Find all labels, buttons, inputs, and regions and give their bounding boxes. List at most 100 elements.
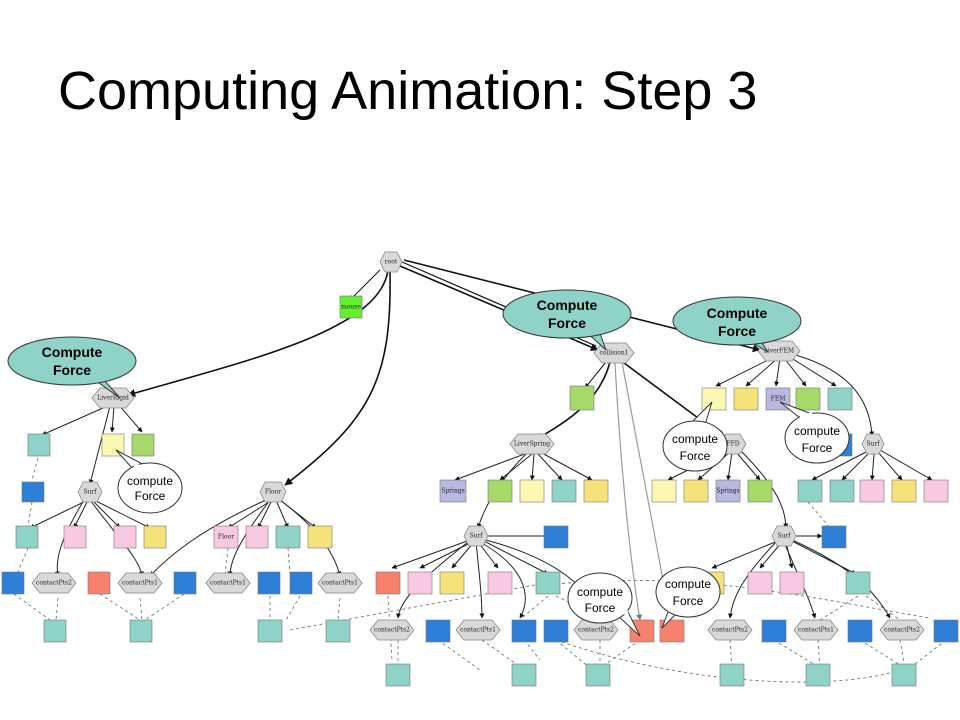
node-surf-right[interactable]: Surf	[771, 525, 797, 547]
node-square[interactable]	[827, 387, 853, 411]
node-surf-fem[interactable]: Surf	[861, 433, 885, 455]
node-square[interactable]	[257, 571, 281, 595]
node-square[interactable]	[891, 479, 917, 503]
node-square[interactable]	[701, 387, 727, 411]
node-square[interactable]	[891, 663, 917, 687]
node-contactpts2-e[interactable]: contactPts2	[879, 619, 925, 641]
svg-text:Force: Force	[135, 489, 166, 503]
node-square[interactable]	[113, 525, 137, 549]
edge-root-floor	[284, 271, 391, 486]
node-square[interactable]	[511, 619, 537, 643]
node-square[interactable]	[551, 479, 577, 503]
node-square[interactable]	[779, 571, 805, 595]
node-square[interactable]	[651, 479, 677, 503]
svg-text:Surf: Surf	[83, 489, 97, 496]
node-square[interactable]	[569, 385, 595, 411]
node-square[interactable]	[425, 619, 451, 643]
node-square[interactable]	[829, 479, 855, 503]
node-square[interactable]	[487, 571, 513, 595]
node-square[interactable]	[63, 525, 87, 549]
node-square[interactable]	[143, 525, 167, 549]
svg-text:Force: Force	[585, 601, 616, 615]
node-square[interactable]	[761, 619, 787, 643]
node-square[interactable]	[845, 571, 871, 595]
edge-root-liverrigid	[127, 269, 389, 397]
node-contactpts1-d[interactable]: contactPts1	[455, 619, 501, 641]
node-square[interactable]	[385, 663, 411, 687]
node-square[interactable]	[129, 619, 153, 643]
node-square[interactable]	[543, 619, 569, 643]
node-surf-middle[interactable]: Surf	[463, 525, 489, 547]
node-square[interactable]	[923, 479, 949, 503]
node-square[interactable]	[747, 571, 773, 595]
svg-text:compute: compute	[794, 424, 840, 438]
node-root[interactable]: root	[379, 251, 403, 273]
node-square[interactable]	[407, 571, 433, 595]
node-contactpts2-d[interactable]: contactPts2	[707, 619, 753, 641]
node-square[interactable]	[583, 479, 609, 503]
node-square[interactable]	[543, 525, 569, 549]
node-square[interactable]	[859, 479, 885, 503]
node-contactpts1-a[interactable]: contactPts1	[117, 572, 163, 594]
node-square[interactable]	[805, 663, 831, 687]
node-square[interactable]	[173, 571, 197, 595]
node-contactpts1-b[interactable]: contactPts1	[205, 572, 251, 594]
node-contactpts2-b[interactable]: contactPts2	[369, 619, 415, 641]
svg-text:Compute: Compute	[42, 344, 103, 360]
node-surf-left[interactable]: Surf	[77, 481, 103, 503]
node-square[interactable]	[797, 479, 823, 503]
node-square[interactable]	[629, 619, 655, 643]
node-square[interactable]	[511, 663, 537, 687]
node-square[interactable]	[275, 525, 301, 549]
node-contactpts1-c[interactable]: contactPts1	[317, 572, 363, 594]
node-square[interactable]	[87, 571, 111, 595]
node-square[interactable]	[795, 387, 821, 411]
edge-root-mouse	[349, 269, 381, 301]
node-square[interactable]	[245, 525, 269, 549]
node-square[interactable]	[487, 479, 513, 503]
node-square[interactable]	[15, 525, 39, 549]
node-square[interactable]	[519, 479, 545, 503]
node-springs-b[interactable]: Springs	[715, 479, 741, 503]
node-square[interactable]	[21, 481, 45, 503]
svg-text:Floor: Floor	[265, 489, 281, 496]
node-square[interactable]	[1, 571, 25, 595]
node-square[interactable]	[747, 479, 773, 503]
node-floor[interactable]: Floor	[259, 481, 287, 503]
node-square[interactable]	[821, 525, 847, 549]
svg-text:Compute: Compute	[707, 305, 768, 321]
node-square[interactable]	[131, 433, 155, 457]
node-square[interactable]	[439, 571, 465, 595]
node-square[interactable]	[43, 619, 67, 643]
svg-text:Force: Force	[548, 315, 586, 331]
node-square[interactable]	[535, 571, 561, 595]
node-square[interactable]	[289, 571, 313, 595]
svg-text:FEM: FEM	[771, 396, 786, 403]
node-square[interactable]	[847, 619, 873, 643]
node-square[interactable]	[719, 663, 745, 687]
callout-compute-ffd: compute Force	[662, 401, 728, 472]
node-contactpts2-c[interactable]: contactPts2	[573, 619, 619, 641]
node-square[interactable]	[101, 433, 125, 457]
node-square[interactable]	[257, 619, 283, 643]
node-liverspring[interactable]: LiverSpring	[509, 433, 555, 455]
svg-text:LiverRigid: LiverRigid	[97, 395, 129, 402]
node-square[interactable]	[375, 571, 401, 595]
svg-text:compute: compute	[665, 577, 711, 591]
node-square[interactable]	[733, 387, 759, 411]
node-mouse[interactable]: mouse	[339, 295, 363, 319]
node-liverrigid[interactable]: LiverRigid	[91, 387, 135, 409]
node-contactpts1-e[interactable]: contactPts1	[793, 619, 839, 641]
node-square[interactable]	[683, 479, 709, 503]
node-square[interactable]	[307, 525, 333, 549]
node-floor-square[interactable]: Floor	[213, 525, 239, 549]
node-contactpts2-a[interactable]: contactPts2	[31, 572, 77, 594]
node-square[interactable]	[27, 433, 51, 457]
node-liverfem[interactable]: LiverFEM	[757, 340, 801, 362]
node-springs-a[interactable]: Springs	[439, 479, 467, 503]
node-square[interactable]	[325, 619, 351, 643]
node-square[interactable]	[585, 663, 611, 687]
node-square[interactable]	[659, 619, 685, 643]
node-square[interactable]	[933, 619, 959, 643]
node-collision1[interactable]: collision1	[593, 342, 635, 364]
